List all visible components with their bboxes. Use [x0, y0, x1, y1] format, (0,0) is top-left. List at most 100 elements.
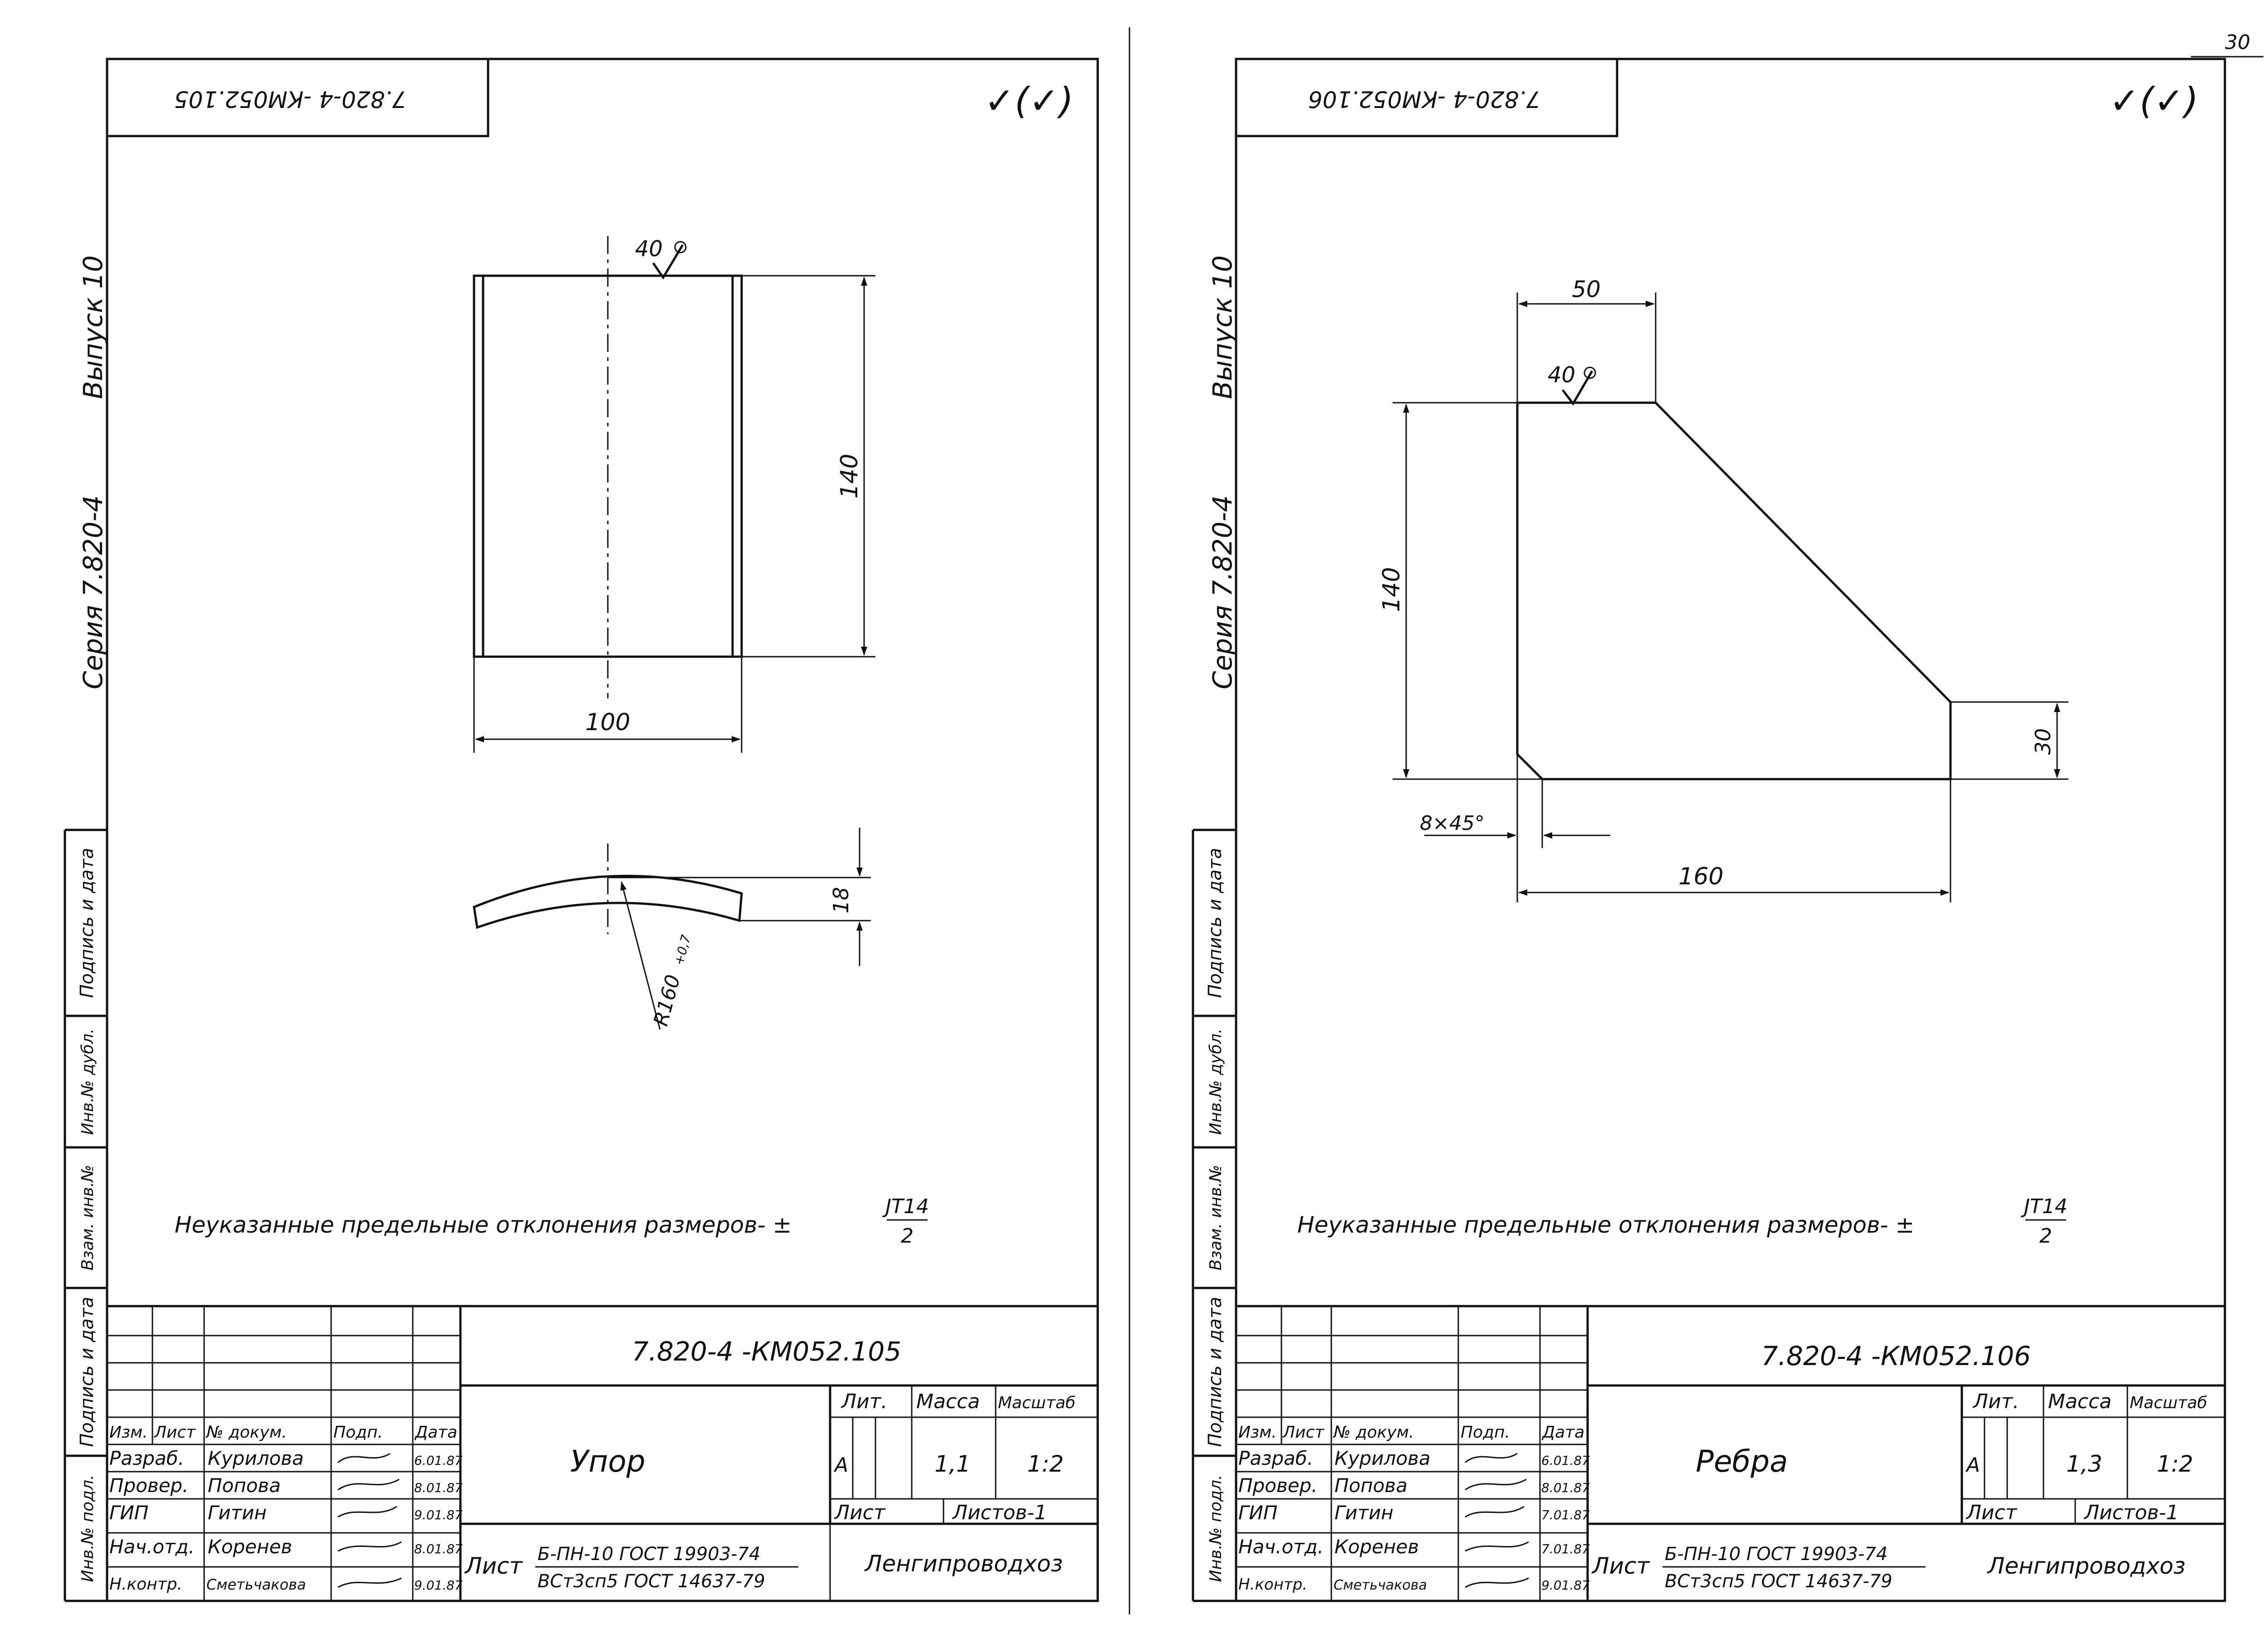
roughness-mark: ✓(✓) [2109, 80, 2198, 122]
person-date: 8.01.87 [1541, 1480, 1590, 1495]
person-date: 7.01.87 [1541, 1507, 1590, 1522]
roughness-value: 40 [635, 236, 663, 262]
person-name: Сметьчакова [1334, 1577, 1427, 1593]
person-name: Сметьчакова [206, 1576, 306, 1593]
person-date: 7.01.87 [1541, 1541, 1590, 1556]
note-text: Неуказанные предельные отклонения размер… [175, 1212, 792, 1238]
person-date: 6.01.87 [414, 1453, 463, 1468]
col-header: Лист [1282, 1423, 1325, 1442]
drawing-sheet-right: Подпись и дата Инв.№ дубл. Взам. инв.№ П… [1192, 58, 2226, 1602]
side-series: Серия 7.820-4 [1207, 495, 1238, 689]
scale-label: Масштаб [2130, 1394, 2207, 1412]
dimension-chamfer: 8×45° [1420, 812, 1485, 835]
side-stamp-label: Взам. инв.№ [78, 1165, 97, 1271]
sheets-count-label: Листов-1 [952, 1501, 1047, 1524]
note-numerator: JT14 [2020, 1195, 2068, 1218]
side-stamp-label: Инв.№ подл. [78, 1475, 97, 1582]
dimension-thickness: 18 [829, 887, 853, 914]
drawing-code-rotated: 7.820-4 -КМ052.106 [1308, 86, 1540, 112]
sheet-frame [1235, 58, 2226, 1602]
person-name: Коренев [1334, 1536, 1419, 1558]
person-name: Курилова [208, 1447, 304, 1469]
person-name: Гитин [208, 1502, 267, 1524]
material-top: Б-ПН-10 ГОСТ 19903-74 [538, 1544, 761, 1565]
roughness-mark: ✓(✓) [984, 80, 1073, 122]
col-header: Дата [414, 1423, 457, 1442]
material-bottom: ВСт3сп5 ГОСТ 14637-79 [538, 1571, 765, 1592]
side-stamp-label: Инв.№ подл. [1207, 1475, 1225, 1582]
note-denominator: 2 [901, 1224, 914, 1248]
sheet-label: Лист [1965, 1501, 2018, 1524]
col-header: № докум. [205, 1423, 287, 1442]
note-numerator: JT14 [882, 1195, 929, 1218]
sheets-count-label: Листов-1 [2083, 1501, 2179, 1524]
person-date: 9.01.87 [414, 1578, 463, 1593]
person-name: Курилова [1334, 1447, 1431, 1469]
col-header: Дата [1541, 1423, 1584, 1442]
person-name: Попова [1334, 1474, 1408, 1497]
lit-value: А [1965, 1454, 1980, 1477]
person-role: Н.контр. [109, 1575, 182, 1594]
part-front-view: 40 140 100 [473, 236, 875, 753]
title-code: 7.820-4 -КМ052.106 [1761, 1341, 2031, 1371]
scale-label: Масштаб [998, 1394, 1075, 1412]
tolerance-note: Неуказанные предельные отклонения размер… [1297, 1195, 2068, 1248]
note-text: Неуказанные предельные отклонения размер… [1297, 1212, 1914, 1238]
title-block: 7.820-4 -КМ052.105 Упор Изм. Лист № доку… [107, 1305, 1098, 1601]
material-top: Б-ПН-10 ГОСТ 19903-74 [1665, 1544, 1888, 1565]
material-prefix: Лист [1591, 1553, 1651, 1579]
part-section-view: 18 R160 +0,7 [473, 828, 871, 1030]
side-issue: Выпуск 10 [78, 255, 108, 399]
person-name: Коренев [208, 1536, 292, 1558]
dimension-radius: R160 [649, 972, 685, 1029]
title-block: 7.820-4 -КМ052.106 Ребра Изм. Лист № док… [1236, 1305, 2225, 1601]
side-stamp-label: Подпись и дата [1205, 1297, 1226, 1447]
scale-value: 1:2 [2157, 1451, 2193, 1477]
person-role: Провер. [109, 1474, 189, 1497]
person-date: 8.01.87 [414, 1541, 463, 1556]
code-box [1235, 58, 1618, 137]
person-role: Н.контр. [1238, 1575, 1307, 1594]
sheet-frame [106, 58, 1099, 1602]
sheet-label: Лист [834, 1501, 886, 1524]
person-date: 9.01.87 [1541, 1578, 1590, 1593]
tolerance-note: Неуказанные предельные отклонения размер… [175, 1195, 929, 1248]
person-date: 9.01.87 [414, 1507, 463, 1522]
person-date: 8.01.87 [414, 1480, 463, 1495]
person-role: Разраб. [109, 1447, 184, 1469]
page-number: 30 [2225, 31, 2250, 54]
lit-label: Лит. [841, 1390, 887, 1413]
person-role: Провер. [1238, 1474, 1318, 1497]
dimension-width: 100 [585, 709, 630, 736]
side-stamp-label: Инв.№ дубл. [1207, 1029, 1225, 1135]
drawing-code-rotated: 7.820-4 -КМ052.105 [174, 86, 406, 112]
person-role: ГИП [109, 1502, 148, 1524]
dimension-bottom: 160 [1678, 863, 1723, 890]
drawing-sheet-left: Подпись и дата Инв.№ дубл. Взам. инв.№ П… [64, 58, 1099, 1602]
dimension-height: 140 [1378, 567, 1405, 612]
person-name: Попова [208, 1474, 281, 1497]
col-header: Подп. [1461, 1423, 1510, 1442]
person-role: Нач.отд. [1238, 1536, 1324, 1558]
person-date: 6.01.87 [1541, 1453, 1590, 1468]
organization: Ленгипроводхоз [864, 1551, 1063, 1577]
col-header: № докум. [1333, 1423, 1414, 1442]
part-rib-view: 40 50 140 30 160 8×45° [1378, 276, 2068, 902]
part-name: Ребра [1696, 1444, 1788, 1479]
dimension-height: 140 [836, 454, 863, 498]
person-role: Разраб. [1238, 1447, 1313, 1469]
note-denominator: 2 [2039, 1224, 2052, 1248]
mass-label: Масса [2048, 1390, 2112, 1413]
dimension-radius-tolerance: +0,7 [671, 933, 694, 966]
side-stamp: Подпись и дата Инв.№ дубл. Взам. инв.№ П… [1192, 829, 1236, 1602]
signatures [1465, 1453, 1529, 1588]
roughness-value: 40 [1548, 362, 1575, 388]
mass-value: 1,3 [2066, 1451, 2102, 1477]
lit-label: Лит. [1972, 1390, 2019, 1413]
side-stamp-label: Подпись и дата [77, 1297, 98, 1447]
col-header: Изм. [1238, 1423, 1277, 1442]
col-header: Лист [153, 1423, 196, 1442]
material-prefix: Лист [464, 1553, 523, 1579]
part-name: Упор [570, 1444, 645, 1479]
side-stamp: Подпись и дата Инв.№ дубл. Взам. инв.№ П… [64, 829, 107, 1602]
